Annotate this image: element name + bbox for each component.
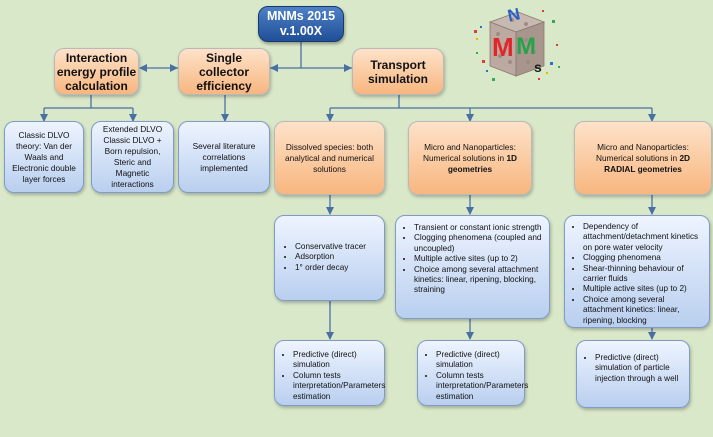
dissolved-apps-box: Predictive (direct) simulation Column te… [274, 340, 385, 406]
list-item: Shear-thinning behaviour of carrier flui… [583, 264, 705, 285]
transport-simulation-label: Transport simulation [367, 57, 428, 86]
micro-1d-box: Micro and Nanoparticles: Numerical solut… [408, 121, 532, 195]
list-item: Choice among several attachment kinetics… [414, 265, 545, 296]
list-item: Predictive (direct) simulation [436, 350, 528, 371]
logo-letter-m2: M [516, 33, 536, 60]
logo-cube [488, 11, 546, 77]
extended-dlvo-text: Extended DLVO Classic DLVO + Born repuls… [102, 124, 163, 189]
list-item: Transient or constant ionic strength [414, 223, 545, 233]
extended-dlvo-box: Extended DLVO Classic DLVO + Born repuls… [91, 121, 174, 193]
dissolved-apps-list: Predictive (direct) simulation Column te… [279, 350, 385, 402]
logo-dots [474, 10, 560, 81]
micro-2d-apps-list: Predictive (direct) simulation of partic… [581, 353, 685, 384]
literature-correlations-box: Several literature correlations implemen… [178, 121, 270, 193]
list-item: Adsorption [295, 252, 366, 262]
logo-letter-s: s [534, 59, 542, 75]
list-item: Dependency of attachment/detachment kine… [583, 222, 705, 253]
micro-1d-features-list: Transient or constant ionic strength Clo… [400, 223, 545, 296]
list-item: Clogging phenomena [583, 253, 705, 263]
classic-dlvo-text: Classic DLVO theory: Van der Waals and E… [12, 129, 76, 184]
list-item: 1° order decay [295, 263, 366, 273]
micro-1d-apps-list: Predictive (direct) simulation Column te… [422, 350, 528, 402]
list-item: Clogging phenomena (coupled and uncouple… [414, 233, 545, 254]
dissolved-features-list: Conservative tracer Adsorption 1° order … [281, 242, 366, 273]
micro-1d-prefix: Micro and Nanoparticles: Numerical solut… [422, 141, 516, 163]
micro-2d-box: Micro and Nanoparticles: Numerical solut… [574, 121, 712, 195]
micro-2d-features-box: Dependency of attachment/detachment kine… [564, 215, 710, 328]
dissolved-species-box: Dissolved species: both analytical and n… [274, 121, 385, 195]
micro-1d-apps-box: Predictive (direct) simulation Column te… [417, 340, 528, 406]
transport-simulation-box: Transport simulation [352, 48, 444, 95]
literature-correlations-text: Several literature correlations implemen… [192, 140, 256, 173]
dissolved-species-text: Dissolved species: both analytical and n… [284, 141, 374, 174]
interaction-energy-label: Interaction energy profile calculation [56, 50, 137, 93]
version-label: v.1.00X [279, 24, 323, 38]
mnms-logo: M N M s [474, 4, 560, 81]
dissolved-features-box: Conservative tracer Adsorption 1° order … [274, 215, 385, 301]
micro-2d-text: Micro and Nanoparticles: Numerical solut… [583, 142, 703, 175]
micro-2d-prefix: Micro and Nanoparticles: Numerical solut… [595, 141, 689, 163]
micro-1d-text: Micro and Nanoparticles: Numerical solut… [415, 142, 525, 175]
list-item: Conservative tracer [295, 242, 366, 252]
classic-dlvo-box: Classic DLVO theory: Van der Waals and E… [4, 121, 84, 193]
top-title-box: MNMs 2015 v.1.00X [258, 6, 344, 42]
logo-letter-m1: M [492, 32, 514, 62]
single-collector-label: Single collector efficiency [196, 50, 252, 93]
micro-1d-features-box: Transient or constant ionic strength Clo… [395, 215, 550, 319]
logo-letter-n: N [506, 4, 522, 25]
list-item: Column tests interpretation/Parameters e… [436, 371, 528, 402]
micro-1d-bold: 1D geometries [447, 152, 518, 174]
micro-2d-apps-box: Predictive (direct) simulation of partic… [576, 340, 690, 408]
single-collector-box: Single collector efficiency [178, 48, 270, 95]
interaction-energy-box: Interaction energy profile calculation [54, 48, 139, 95]
micro-2d-bold: 2D RADIAL geometries [604, 152, 691, 174]
list-item: Choice among several attachment kinetics… [583, 295, 705, 326]
product-name: MNMs 2015 [266, 9, 336, 23]
list-item: Predictive (direct) simulation of partic… [595, 353, 685, 384]
micro-2d-features-list: Dependency of attachment/detachment kine… [569, 222, 705, 326]
list-item: Predictive (direct) simulation [293, 350, 385, 371]
list-item: Column tests interpretation/Parameters e… [293, 371, 385, 402]
list-item: Multiple active sites (up to 2) [414, 254, 545, 264]
list-item: Multiple active sites (up to 2) [583, 284, 705, 294]
